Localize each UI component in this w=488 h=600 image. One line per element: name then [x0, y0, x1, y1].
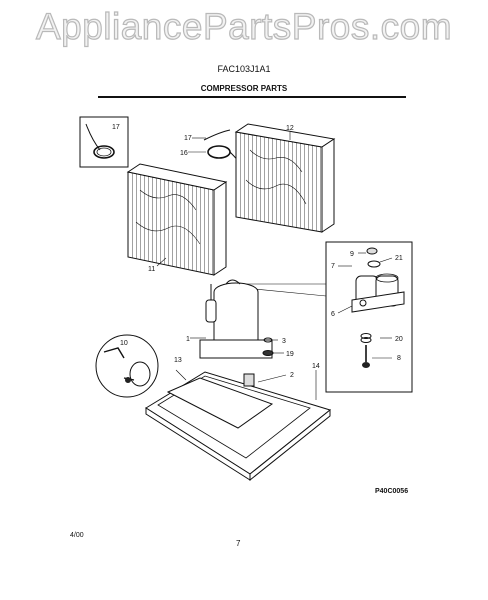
- callout-6: 6: [331, 311, 335, 318]
- callout-9: 9: [350, 251, 354, 258]
- callout-11: 11: [148, 266, 155, 273]
- revision-date: 4/00: [70, 532, 84, 539]
- insulation-tray: [166, 373, 274, 429]
- section-title: COMPRESSOR PARTS: [200, 84, 288, 93]
- callout-3: 3: [282, 338, 286, 345]
- evaporator-coil: [126, 163, 228, 276]
- callout-12: 12: [286, 125, 294, 132]
- compressor: [199, 279, 273, 359]
- watermark-logo: AppliancePartsPros.com: [35, 5, 453, 47]
- diagram-code: P40C0056: [375, 488, 409, 495]
- callout-20: 20: [395, 336, 403, 343]
- callout-10: 10: [120, 340, 128, 347]
- title-rule: [98, 96, 406, 98]
- page-number: 7: [236, 539, 241, 548]
- callout-7: 7: [331, 263, 335, 270]
- callout-leaders: [156, 132, 393, 400]
- callout-8: 8: [397, 355, 401, 362]
- callout-21: 21: [395, 255, 403, 262]
- callout-1: 1: [186, 336, 190, 343]
- condenser-coil: [234, 123, 336, 233]
- inset-17-capillary: [79, 116, 129, 168]
- callout-17: 17: [184, 135, 192, 142]
- callout-16: 16: [180, 150, 188, 157]
- model-number: FAC103J1A1: [217, 64, 271, 74]
- inset-mounting-parts: [325, 241, 413, 393]
- inset-10-terminal-cover: [95, 334, 159, 398]
- callout-13: 13: [174, 357, 182, 364]
- callout-2: 2: [290, 372, 294, 379]
- callout-19: 19: [286, 351, 294, 358]
- callout-17-inset: 17: [112, 124, 120, 131]
- callout-14: 14: [312, 363, 320, 370]
